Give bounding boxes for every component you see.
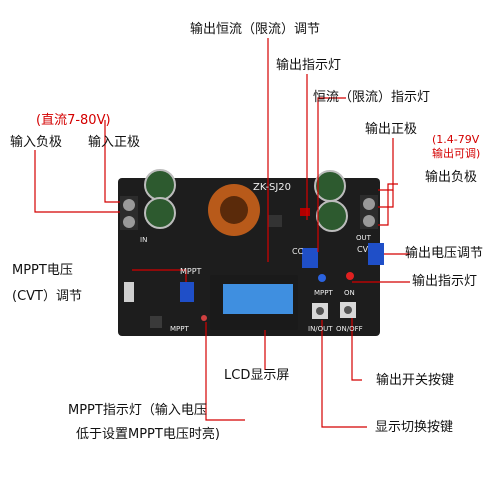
leader-lines xyxy=(34,38,410,428)
label-output-positive: 输出正极 xyxy=(365,122,418,137)
capacitor-icon xyxy=(144,169,176,201)
label-output-switch: 输出开关按键 xyxy=(376,373,455,388)
mppt-indicator-led-icon xyxy=(201,315,207,321)
output-led-icon xyxy=(346,272,354,280)
cc-potentiometer-icon xyxy=(302,248,318,268)
silk-cv: CV xyxy=(357,245,369,254)
capacitor-icon xyxy=(316,200,348,232)
label-mppt-indicator-1: MPPT指示灯（输入电压 xyxy=(68,403,207,418)
silk-out: OUT xyxy=(356,234,371,242)
label-voltage-adjust: 输出电压调节 xyxy=(405,246,484,261)
label-cc-indicator: 恒流（限流）指示灯 xyxy=(313,90,431,105)
label-input-range: (直流7-80V) xyxy=(36,113,111,128)
screw-icon xyxy=(363,198,375,210)
label-lcd: LCD显示屏 xyxy=(224,368,290,383)
silk-mppt-bottom: MPPT xyxy=(170,325,189,333)
label-output-negative: 输出负极 xyxy=(425,170,478,185)
cc-led-icon xyxy=(300,208,310,216)
lcd-screen xyxy=(223,284,293,314)
silk-on: ON xyxy=(344,289,355,297)
connector-icon xyxy=(124,282,134,302)
cv-potentiometer-icon xyxy=(368,243,384,265)
capacitor-icon xyxy=(314,170,346,202)
chip-icon xyxy=(150,316,162,328)
screw-icon xyxy=(123,216,135,228)
mppt-potentiometer-icon xyxy=(180,282,194,302)
capacitor-icon xyxy=(144,197,176,229)
label-mppt-indicator-2: 低于设置MPPT电压时亮) xyxy=(76,427,220,442)
label-input-negative: 输入负极 xyxy=(10,135,63,150)
label-cc-adjust: 输出恒流（限流）调节 xyxy=(190,22,321,37)
label-input-positive: 输入正极 xyxy=(88,135,141,150)
silk-on-off: ON/OFF xyxy=(336,325,363,333)
silk-mppt: MPPT xyxy=(180,267,202,276)
silk-mppt-right: MPPT xyxy=(314,289,333,297)
silk-in-out: IN/OUT xyxy=(308,325,333,333)
label-display-switch: 显示切换按键 xyxy=(375,420,454,435)
label-output-indicator: 输出指示灯 xyxy=(412,274,478,289)
screw-icon xyxy=(363,215,375,227)
label-output-adjustable: 输出可调) xyxy=(432,147,481,160)
screw-icon xyxy=(123,199,135,211)
label-output-range: (1.4-79V xyxy=(432,133,480,146)
mppt-led-icon xyxy=(318,274,326,282)
silk-cc: CC xyxy=(292,247,304,256)
silk-in: IN xyxy=(140,236,148,244)
label-output-indicator-top: 输出指示灯 xyxy=(276,58,342,73)
board-model: ZK-SJ20 xyxy=(253,182,291,193)
label-mppt-voltage: MPPT电压 xyxy=(12,263,73,278)
label-cvt-adjust: (CVT）调节 xyxy=(12,289,82,304)
chip-icon xyxy=(268,215,282,227)
